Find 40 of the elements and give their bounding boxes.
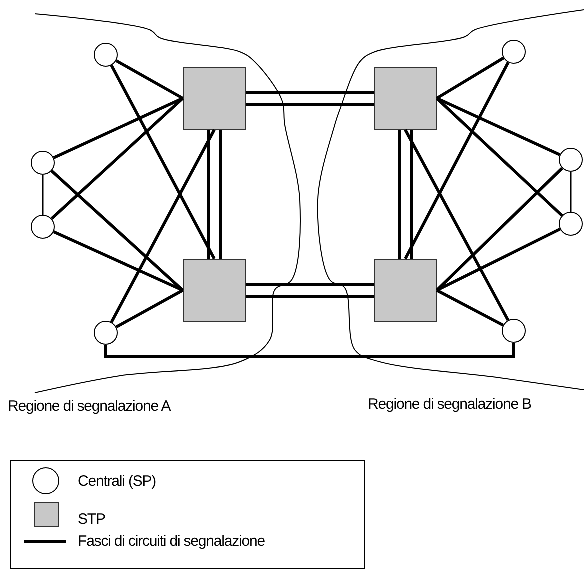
signalling-link [404,62,510,260]
signalling-link [53,230,184,292]
signalling-link [436,228,561,292]
signalling-link [404,129,510,322]
stp-box [183,259,246,322]
stp-box [374,259,437,322]
signalling-link [570,172,572,212]
signalling-link [436,97,564,217]
exchange-circle [94,43,118,67]
signalling-link [436,289,504,327]
signalling-link [436,97,561,156]
exchange-circle [559,212,583,236]
stp-box [183,67,246,130]
legend-label: Fasci di circuiti di segnalazione [78,533,265,550]
signalling-link [244,283,376,298]
region-label: Regione di segnalazione B [368,396,532,413]
legend-label: Centrali (SP) [78,473,156,490]
region-label: Regione di segnalazione A [8,398,171,415]
exchange-circle [94,321,118,345]
signalling-link [436,56,504,100]
signalling-link [50,170,184,292]
signalling-link [116,289,184,329]
signalling-link [42,175,44,215]
signalling-link [398,128,413,260]
exchange-circle [502,40,526,64]
legend-label: STP [78,511,106,528]
signalling-link [116,60,184,100]
signalling-link [207,128,222,260]
signalling-link [110,129,216,324]
signalling-link [53,97,184,160]
exchange-circle [502,319,526,343]
exchange-circle [31,215,55,239]
signalling-link [104,343,516,358]
signalling-link [244,91,376,106]
exchange-circle [31,151,55,175]
signalling-link [50,97,184,220]
signalling-link [110,64,216,260]
exchange-circle [559,148,583,172]
signalling-link [436,167,564,292]
stp-box [374,67,437,130]
